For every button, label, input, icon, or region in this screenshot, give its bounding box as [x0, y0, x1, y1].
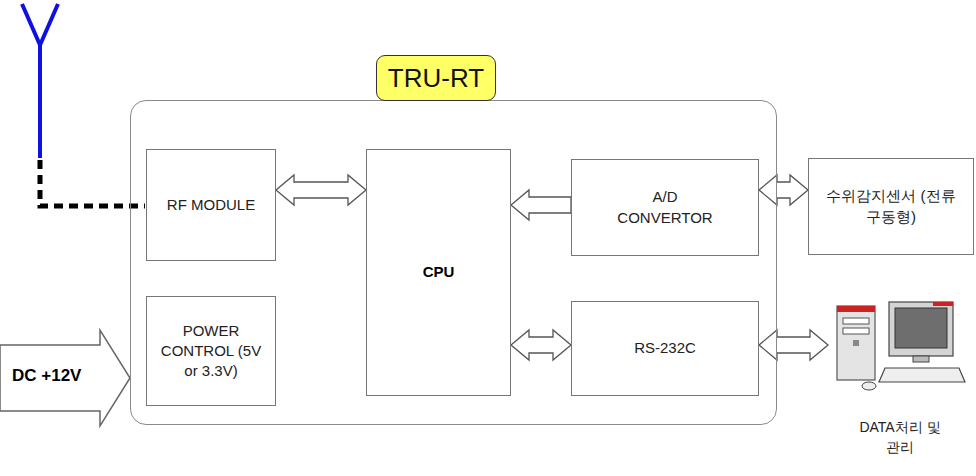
process-box: 수위감지센서 (전류구동형) [808, 158, 974, 255]
antenna-mast [38, 45, 42, 158]
pc-monitor [889, 302, 953, 356]
process-box: RF MODULE [146, 149, 276, 261]
pc-screen [895, 308, 947, 348]
pc-drive [843, 328, 869, 334]
computer-label: DATA처리 및 관리 [858, 418, 942, 457]
pc-keyboard [879, 368, 965, 382]
pc-monitor-top [933, 302, 953, 306]
box-label: RS-232C [634, 338, 696, 358]
computer-icon [833, 300, 967, 392]
block-arrow [276, 175, 366, 205]
block-arrow [759, 330, 828, 360]
antenna-arm [22, 4, 40, 45]
process-box: POWER CONTROL (5V or 3.3V) [146, 296, 276, 406]
title-badge: TRU-RT [376, 55, 496, 101]
pc-mouse [862, 382, 876, 390]
pc-stand [913, 356, 929, 362]
block-arrow [511, 190, 571, 220]
block-arrow [511, 330, 571, 360]
pc-tower-top [837, 306, 875, 312]
power-input-arrow [0, 330, 130, 426]
device-housing: TRU-RTRF MODULEPOWER CONTROL (5V or 3.3V… [130, 100, 777, 425]
box-label: POWER CONTROL (5V or 3.3V) [159, 321, 263, 382]
block-arrow [759, 175, 808, 205]
box-label: A/D CONVERTOR [609, 187, 721, 228]
process-box: CPU [366, 149, 511, 396]
pc-tower [837, 306, 875, 380]
box-label: RF MODULE [167, 195, 255, 215]
power-label: DC +12V [12, 366, 81, 386]
pc-drive [843, 318, 869, 324]
pc-button [853, 340, 859, 346]
box-label: CPU [423, 262, 455, 282]
box-label: 수위감지센서 (전류구동형) [826, 186, 956, 227]
antenna-arm [40, 4, 58, 45]
process-box: RS-232C [571, 301, 759, 396]
computer-node: DATA처리 및 관리 [828, 300, 972, 470]
process-box: A/D CONVERTOR [571, 159, 759, 256]
device-title: TRU-RT [388, 64, 484, 93]
